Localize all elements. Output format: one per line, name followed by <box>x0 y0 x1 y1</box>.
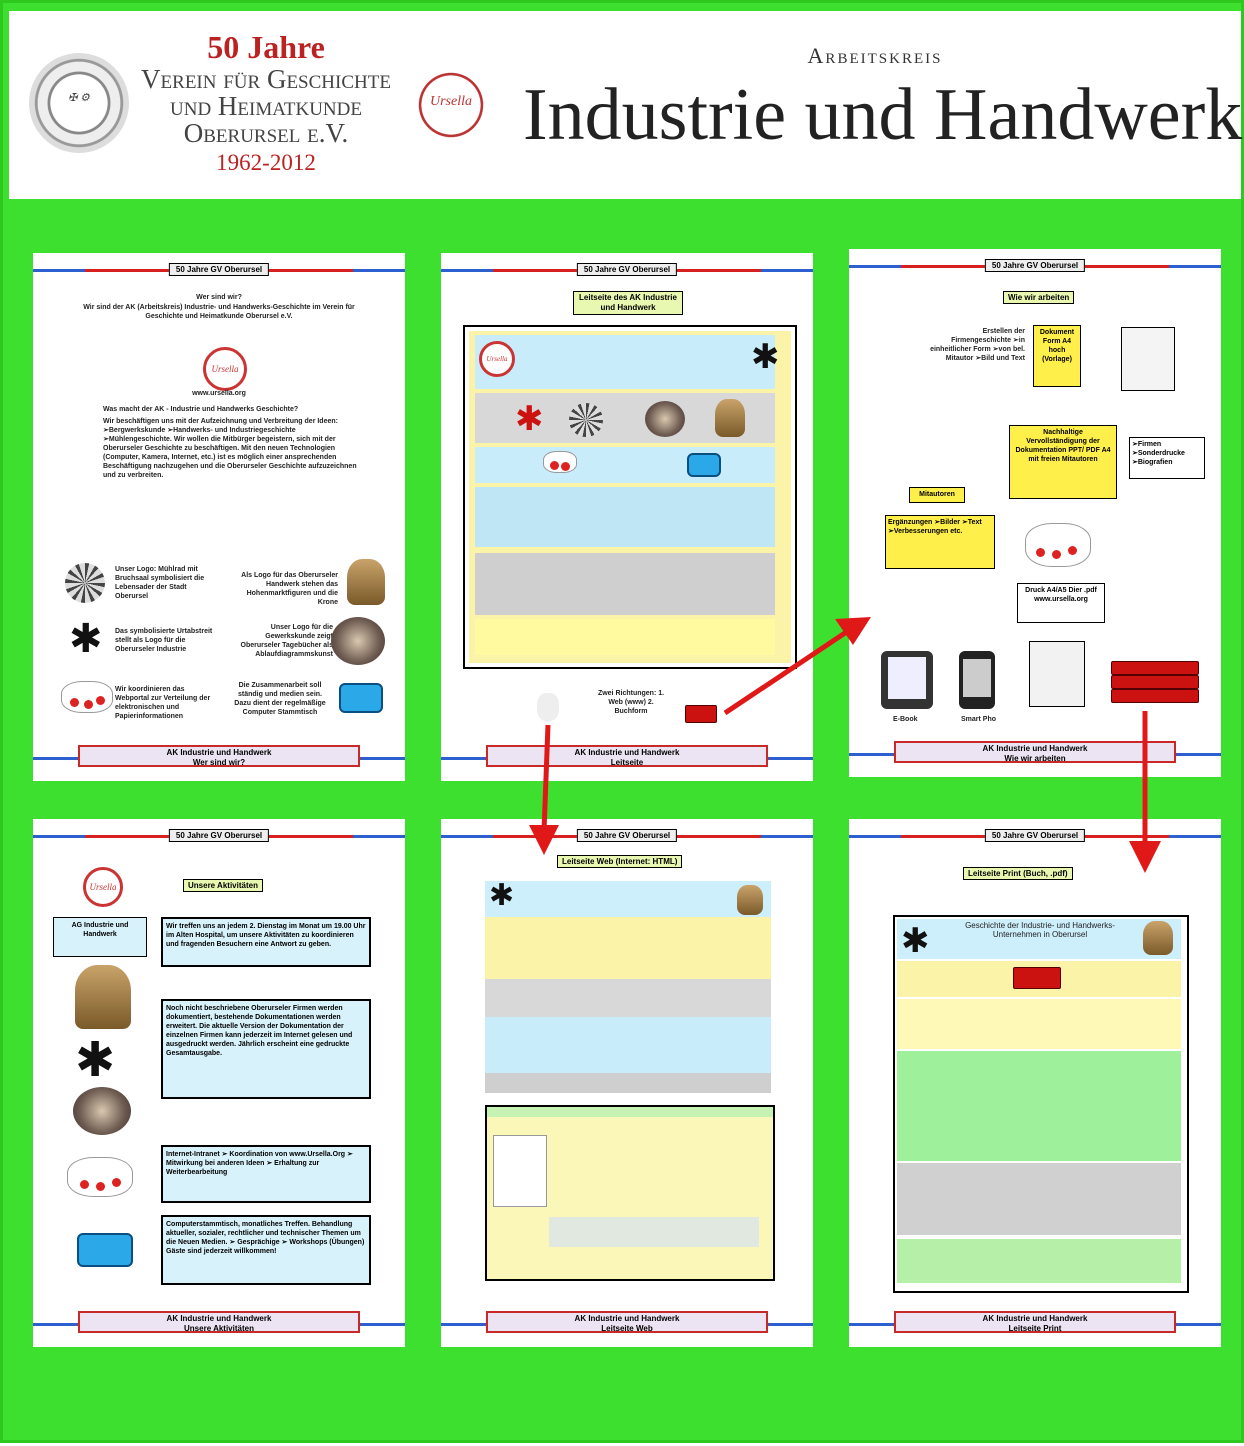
page-leitseite-print: 50 Jahre GV Oberursel Leitseite Print (B… <box>849 819 1221 1347</box>
ebook-label: E-Book <box>893 716 918 723</box>
page-title: Wie wir arbeiten <box>1003 291 1075 304</box>
working-circle-label: Arbeitskreis <box>807 43 943 68</box>
page-title: Leitseite Web (Internet: HTML) <box>557 855 683 868</box>
who-intro: Wir sind der AK (Arbeitskreis) Industrie… <box>83 304 355 320</box>
page-leitseite: 50 Jahre GV Oberursel Leitseite des AK I… <box>441 253 813 781</box>
fingerprint-icon <box>537 693 559 721</box>
page-header-label: 50 Jahre GV Oberursel <box>984 829 1086 842</box>
print-box: Druck A4/A5 Dier .pdf www.ursella.org <box>1017 583 1105 623</box>
page-title: Leitseite Print (Buch, .pdf) <box>963 867 1073 880</box>
cloud-network-icon <box>1025 523 1091 567</box>
page-title: Leitseite des AK Industrie und Handwerk <box>573 291 683 315</box>
logo-caption-5: Wir koordinieren das Webportal zur Verte… <box>115 686 211 720</box>
logo-caption-4: Unser Logo für die Gewerkskunde zeigt Ob… <box>240 624 333 658</box>
years-label: 1962-2012 <box>216 150 316 175</box>
club-line-3: Oberursel e.V. <box>183 118 349 148</box>
ursella-seal-icon: Ursella <box>83 867 123 907</box>
activity-box-1: Wir treffen uns an jedem 2. Dienstag im … <box>161 917 371 967</box>
additions-box: Ergänzungen ➢Bilder ➢Text ➢Verbesserunge… <box>885 515 995 569</box>
industry-star-icon: ✱ <box>69 617 103 661</box>
mill-wheel-icon <box>569 403 603 437</box>
club-line-1: Verein für Geschichte <box>141 64 391 94</box>
book-stack-icon <box>685 705 717 723</box>
page-title: Unsere Aktivitäten <box>183 879 263 892</box>
website-label: www.ursella.org <box>192 390 246 397</box>
activity-box-3: Internet-Intranet ➢ Koordination von www… <box>161 1145 371 1203</box>
ag-box: AG Industrie und Handwerk <box>53 917 147 957</box>
document-preview <box>1121 327 1175 391</box>
logo-caption-2: Als Logo für das Oberurseler Handwerk st… <box>241 572 338 606</box>
pdf-document-icon <box>1029 641 1085 707</box>
mill-wheel-icon <box>65 563 105 603</box>
page-who-we-are: 50 Jahre GV Oberursel Wer sind wir? Wir … <box>33 253 405 781</box>
ursella-seal-icon: Ursella <box>203 347 247 391</box>
tableware-image <box>331 617 385 665</box>
web-page-screenshot: ✱ <box>485 881 771 1093</box>
logo-caption-1: Unser Logo: Mühlrad mit Bruchsaal symbol… <box>115 566 205 600</box>
industry-star-icon: ✱ <box>75 1034 116 1087</box>
two-directions: Zwei Richtungen: 1. Web (www) 2. Buchfor… <box>597 690 665 715</box>
page-header-label: 50 Jahre GV Oberursel <box>576 829 678 842</box>
computer-connector-icon <box>77 1233 133 1267</box>
document-box: Dokument Form A4 hoch (Vorlage) <box>1033 325 1081 387</box>
poster-title: Industrie und Handwerk <box>523 74 1243 156</box>
crest-icon <box>347 559 385 605</box>
industry-star-icon: ✱ <box>751 338 780 376</box>
ursella-seal-icon: Ursella <box>479 341 515 377</box>
ursella-seal-icon: Ursella <box>405 59 497 151</box>
club-line-2: und Heimatkunde <box>170 91 362 121</box>
topics-box: ➢Firmen ➢Sonderdrucke ➢Biografien <box>1129 437 1205 479</box>
page-header-label: 50 Jahre GV Oberursel <box>576 263 678 276</box>
poster-header: ✠ ⚙ 50 Jahre Verein für Geschichte und H… <box>9 11 1243 199</box>
club-name-block: 50 Jahre Verein für Geschichte und Heima… <box>131 29 401 176</box>
logo-caption-3: Das symbolisierte Urtabstreit stellt als… <box>115 628 213 653</box>
logo-caption-6: Die Zusammenarbeit soll ständig und medi… <box>234 682 326 716</box>
web-subpage-screenshot <box>485 1105 775 1281</box>
authors-box: Mitautoren <box>909 487 965 503</box>
ebook-reader-icon <box>881 651 933 709</box>
what-question: Was macht der AK - Industrie und Handwer… <box>103 406 299 413</box>
print-page-screenshot: ✱ Geschichte der Industrie- und Handwerk… <box>893 915 1189 1293</box>
who-question: Wer sind wir? <box>196 294 242 301</box>
jubilee-label: 50 Jahre <box>207 29 325 65</box>
tableware-image <box>73 1087 131 1135</box>
activity-box-4: Computerstammtisch, monatliches Treffen.… <box>161 1215 371 1285</box>
smartphone-label: Smart Pho <box>961 716 997 723</box>
cloud-network-icon <box>67 1157 133 1197</box>
what-body: Wir beschäftigen uns mit der Aufzeichnun… <box>103 418 357 479</box>
page-header-label: 50 Jahre GV Oberursel <box>168 829 270 842</box>
page-header-label: 50 Jahre GV Oberursel <box>984 259 1086 272</box>
leitseite-screenshot: Ursella ✱ ✱ <box>463 325 797 669</box>
page-leitseite-web: 50 Jahre GV Oberursel Leitseite Web (Int… <box>441 819 813 1347</box>
step-create: Erstellen der Firmengeschichte ➢in einhe… <box>930 328 1025 362</box>
book-title: Geschichte der Industrie- und Handwerks-… <box>965 921 1115 939</box>
smartphone-icon <box>959 651 995 709</box>
persist-box: Nachhaltige Vervollständigung der Dokume… <box>1009 425 1117 499</box>
club-seal-icon: ✠ ⚙ <box>29 53 129 153</box>
book-stack-icon <box>1111 661 1199 675</box>
page-how-we-work: 50 Jahre GV Oberursel Wie wir arbeiten E… <box>849 249 1221 777</box>
page-header-label: 50 Jahre GV Oberursel <box>168 263 270 276</box>
activity-box-2: Noch nicht beschriebene Oberurseler Firm… <box>161 999 371 1099</box>
page-activities: 50 Jahre GV Oberursel Ursella Unsere Akt… <box>33 819 405 1347</box>
cloud-network-icon <box>61 681 113 713</box>
crest-icon <box>75 965 131 1029</box>
computer-connector-icon <box>339 683 383 713</box>
